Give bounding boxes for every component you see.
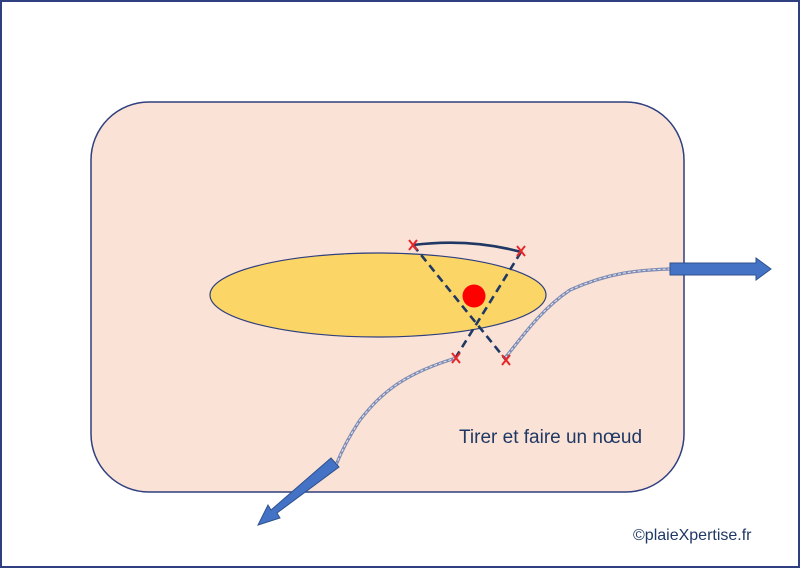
wound-ellipse <box>209 252 547 338</box>
suture-dashed-line-1 <box>411 244 508 361</box>
red-dot <box>462 284 486 308</box>
cross-mark-bottom-right <box>501 354 511 366</box>
suture-top-arc <box>412 241 522 254</box>
cross-mark-top-right <box>516 245 526 257</box>
cross-mark-top-left <box>408 239 418 251</box>
cross-mark-bottom-left <box>451 352 461 364</box>
arrow-right <box>669 257 772 281</box>
caption-text: Tirer et faire un nœud <box>459 427 643 448</box>
arrow-bottom-left <box>257 457 340 526</box>
suture-dashed-line-2 <box>454 251 523 358</box>
copyright-text: ©plaieXpertise.fr <box>633 527 752 544</box>
